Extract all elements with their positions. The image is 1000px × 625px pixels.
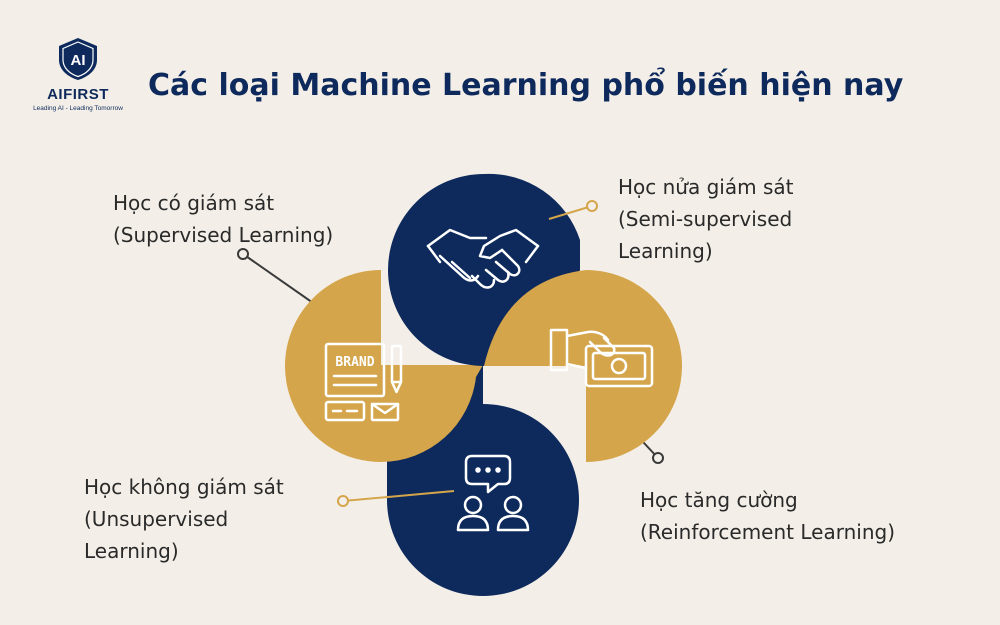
label-unsupervised-line1: Học không giám sát <box>84 475 284 499</box>
label-unsupervised-line2: (Unsupervised <box>84 507 229 531</box>
label-semi-supervised-line3: Learning) <box>618 239 713 263</box>
logo-mark: AI <box>71 52 86 69</box>
connector-unsupervised <box>337 490 455 507</box>
page-title: Các loại Machine Learning phổ biến hiện … <box>148 68 904 103</box>
handshake-icon <box>426 228 540 289</box>
logo-name: AIFIRST <box>47 86 109 103</box>
label-unsupervised-line3: Learning) <box>84 539 179 563</box>
label-semi-supervised-line1: Học nửa giám sát <box>618 175 794 199</box>
logo-tagline: Leading AI - Leading Tomorrow <box>33 105 123 112</box>
petal-reinforcement <box>484 270 682 462</box>
brand-document-icon: BRAND <box>324 342 403 422</box>
label-reinforcement: Học tăng cường (Reinforcement Learning) <box>640 484 895 548</box>
people-chat-icon <box>456 454 530 532</box>
label-semi-supervised: Học nửa giám sát (Semi-supervised Learni… <box>618 171 793 267</box>
label-reinforcement-line2: (Reinforcement Learning) <box>640 520 895 544</box>
label-unsupervised: Học không giám sát (Unsupervised Learnin… <box>84 471 284 567</box>
label-reinforcement-line1: Học tăng cường <box>640 488 798 512</box>
label-supervised-line1: Học có giám sát <box>113 191 275 215</box>
hand-money-icon <box>549 328 654 388</box>
svg-text:BRAND: BRAND <box>335 355 374 370</box>
shield-logo-icon: AI <box>59 38 97 80</box>
label-supervised-line2: (Supervised Learning) <box>113 223 334 247</box>
label-supervised: Học có giám sát (Supervised Learning) <box>113 187 333 251</box>
logo: AI AIFIRST Leading AI - Leading Tomorrow <box>28 36 128 112</box>
connector-semi-supervised <box>548 200 598 220</box>
label-semi-supervised-line2: (Semi-supervised <box>618 207 793 231</box>
